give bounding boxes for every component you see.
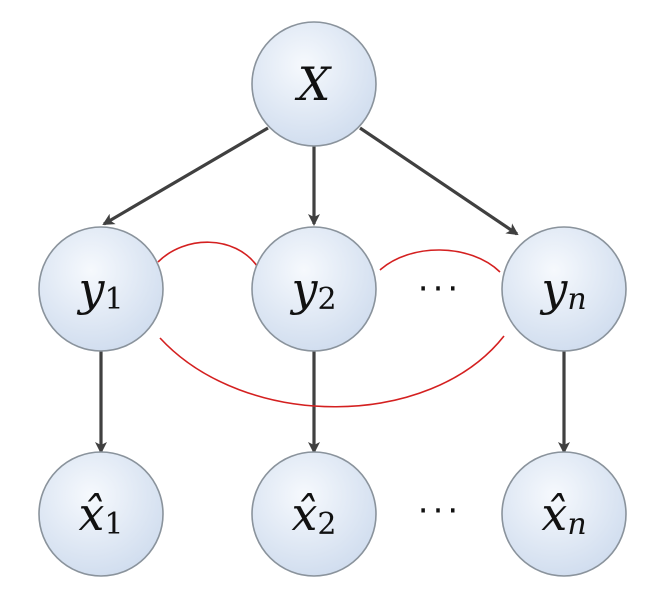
- node-y2-label: y2: [289, 262, 336, 317]
- node-X: X: [251, 21, 377, 147]
- node-x1-label: x̂1: [78, 487, 123, 542]
- node-yn-label: yn: [539, 262, 586, 317]
- node-y1-circle: [38, 226, 164, 352]
- node-xn-label: x̂n: [541, 487, 586, 542]
- node-x2: x̂2: [251, 451, 377, 577]
- ellipsis-bottom-row: ···: [418, 491, 462, 531]
- dependency-arc-y1-y2: [157, 241, 258, 267]
- node-xn-circle: [501, 451, 627, 577]
- node-y2-circle: [251, 226, 377, 352]
- node-xn: x̂n: [501, 451, 627, 577]
- node-X-circle: [251, 21, 377, 147]
- dependency-arc-y1-yn: [159, 335, 505, 408]
- node-x1-circle: [38, 451, 164, 577]
- node-y1: y1: [38, 226, 164, 352]
- node-x1: x̂1: [38, 451, 164, 577]
- node-yn: yn: [501, 226, 627, 352]
- node-y2: y2: [251, 226, 377, 352]
- node-yn-circle: [501, 226, 627, 352]
- node-y1-label: y1: [76, 262, 123, 317]
- edge-X-to-y1: [102, 126, 269, 226]
- edge-X-to-yn: [359, 126, 519, 236]
- ellipsis-middle-row: ···: [418, 269, 462, 309]
- edges: [95, 126, 570, 454]
- dependency-arc-y2-yn: [379, 249, 501, 273]
- dependency-arcs: [157, 241, 505, 408]
- node-x2-label: x̂2: [291, 487, 336, 542]
- node-X-label: X: [295, 57, 333, 111]
- node-x2-circle: [251, 451, 377, 577]
